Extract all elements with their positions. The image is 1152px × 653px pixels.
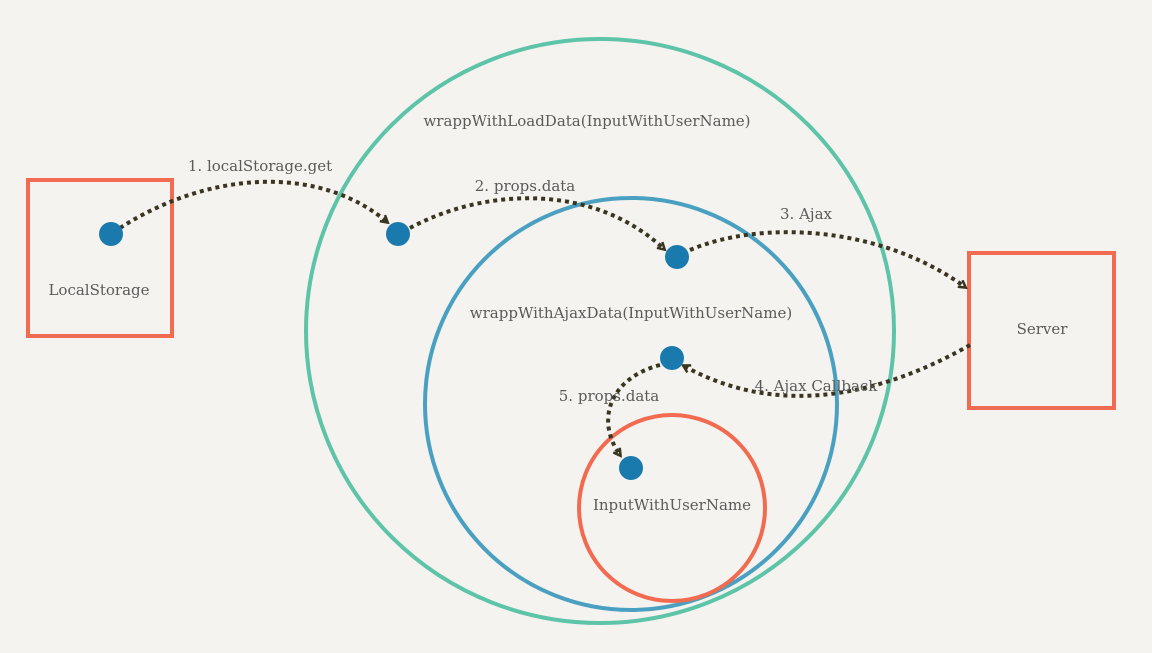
local-storage-dot [99,222,123,246]
edge-label-2: 2. props.data [475,177,576,195]
local-storage-label: LocalStorage [48,281,149,299]
ajax-wrapper-label: wrappWithAjaxData(InputWithUserName) [470,304,792,322]
edge-label-3: 3. Ajax [780,205,833,223]
load-wrapper-dot [386,222,410,246]
input-component-label: InputWithUserName [593,496,751,514]
edge-label-5: 5. props.data [559,387,660,405]
server-box [967,251,1116,410]
arrow-local-storage-get [118,179,387,230]
load-wrapper-label: wrappWithLoadData(InputWithUserName) [423,112,750,130]
server-label: Server [1017,320,1069,338]
load-data-wrapper-circle [304,37,896,625]
ajax-data-wrapper-circle [423,196,839,612]
arrow-ajax [689,230,965,287]
input-component-dot [619,456,643,480]
arrow-props-data-2 [606,363,661,455]
ajax-wrapper-dot [665,245,689,269]
edge-label-1: 1. localStorage.get [188,157,332,175]
input-component-circle [577,413,767,603]
arrow-props-data-1 [409,196,664,249]
callback-dot [660,346,684,370]
arrow-ajax-callback [684,343,971,398]
edge-label-4: 4. Ajax Callback [755,377,879,395]
local-storage-box [26,178,174,338]
